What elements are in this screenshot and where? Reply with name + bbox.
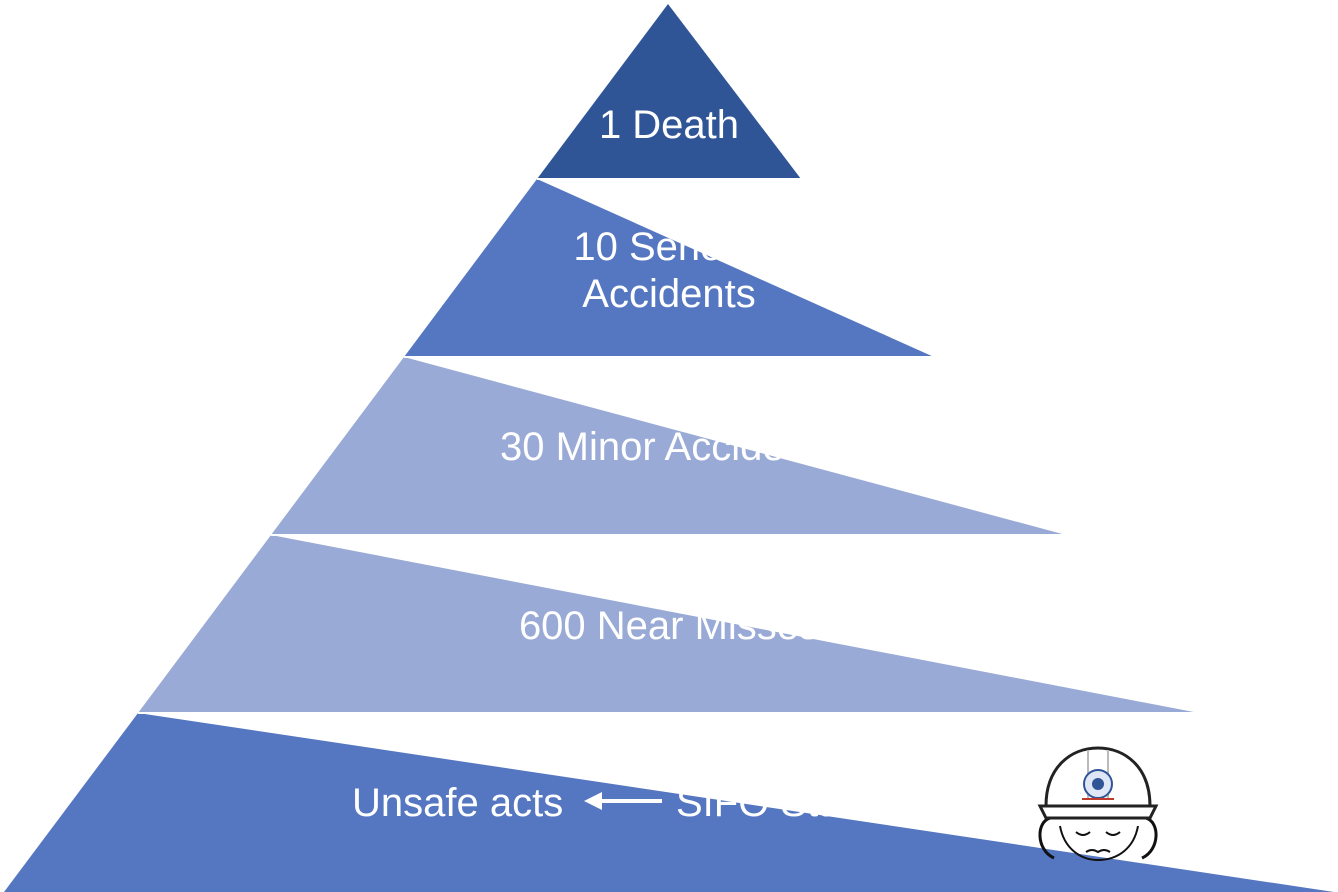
tier-2-label-line-2: Accidents xyxy=(582,272,755,316)
tier-3-minor-accidents xyxy=(271,357,1066,535)
hard-hat-head-icon xyxy=(1037,746,1159,862)
tier-1-death xyxy=(537,4,801,179)
tier-1-label: 1 Death xyxy=(599,103,739,147)
tier-2-serious-accidents xyxy=(404,179,934,357)
tier-2-label-line-1: 10 Serious xyxy=(573,225,764,269)
tier-5-label: Unsafe acts xyxy=(352,781,563,825)
tier-4-label: 600 Near Misses xyxy=(519,604,819,648)
tier-5-unsafe-acts xyxy=(4,713,1334,892)
left-arrow-icon xyxy=(584,792,662,810)
tier-separators xyxy=(138,178,1199,714)
tier-4-near-misses xyxy=(138,535,1199,713)
sifo-starts-here-label: SIFO Starts here xyxy=(676,781,976,825)
tier-3-label: 30 Minor Accidents xyxy=(500,425,838,469)
